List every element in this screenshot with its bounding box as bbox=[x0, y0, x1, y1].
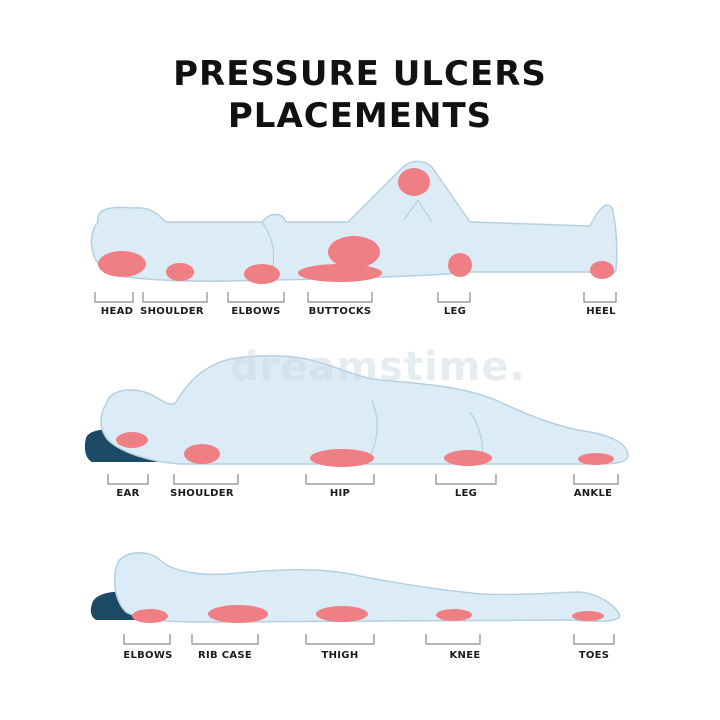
ulcer-shoulder-side bbox=[184, 444, 220, 464]
label-rib-case: RIB CASE bbox=[197, 650, 253, 661]
label-leg: LEG bbox=[443, 306, 467, 317]
ulcer-knee bbox=[398, 168, 430, 196]
ulcer-thigh bbox=[316, 606, 368, 622]
label-brackets bbox=[94, 292, 619, 645]
label-ear: EAR bbox=[116, 488, 140, 499]
ulcer-elbows-prone bbox=[132, 609, 168, 623]
ulcer-hip bbox=[310, 449, 374, 467]
prone-body bbox=[113, 552, 621, 623]
ulcer-heel bbox=[590, 261, 614, 279]
ulcer-elbows bbox=[244, 264, 280, 284]
ulcer-buttocks-upper bbox=[328, 236, 380, 268]
ulcer-rib-case bbox=[208, 605, 268, 623]
label-leg-side: LEG bbox=[454, 488, 478, 499]
label-hip: HIP bbox=[329, 488, 351, 499]
label-elbows: ELBOWS bbox=[231, 306, 281, 317]
side-figure bbox=[84, 355, 629, 467]
ulcer-leg-side bbox=[444, 450, 492, 466]
title-line-1: PRESSURE ULCERS bbox=[173, 54, 547, 94]
label-shoulder-side: SHOULDER bbox=[170, 488, 234, 499]
ulcer-toes bbox=[572, 611, 604, 621]
label-knee: KNEE bbox=[449, 650, 481, 661]
label-buttocks: BUTTOCKS bbox=[308, 306, 372, 317]
label-heel: HEEL bbox=[586, 306, 616, 317]
side-body bbox=[100, 355, 629, 465]
ulcer-ankle bbox=[578, 453, 614, 465]
ulcer-buttocks bbox=[298, 264, 382, 282]
supine-figure bbox=[90, 160, 618, 284]
watermark-text: dreamstime. bbox=[230, 344, 526, 390]
label-shoulder: SHOULDER bbox=[140, 306, 204, 317]
title-line-2: PLACEMENTS bbox=[227, 96, 493, 136]
label-head: HEAD bbox=[100, 306, 134, 317]
ulcer-head bbox=[98, 251, 146, 277]
ulcer-ear bbox=[116, 432, 148, 448]
prone-figure bbox=[90, 552, 621, 623]
label-thigh: THIGH bbox=[321, 650, 359, 661]
label-ankle: ANKLE bbox=[573, 488, 613, 499]
ulcer-shoulder bbox=[166, 263, 194, 281]
ulcer-knee-prone bbox=[436, 609, 472, 621]
label-elbows-prone: ELBOWS bbox=[123, 650, 173, 661]
label-toes: TOES bbox=[578, 650, 610, 661]
ulcer-leg bbox=[448, 253, 472, 277]
